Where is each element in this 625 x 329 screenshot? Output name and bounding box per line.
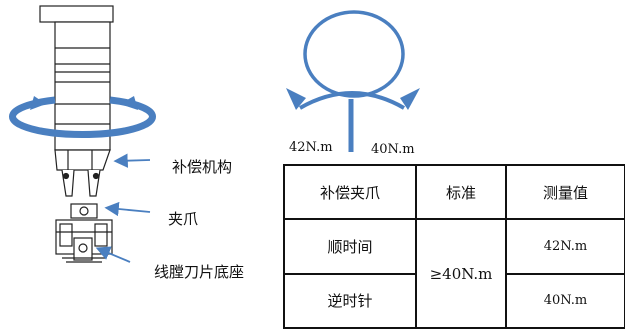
- tool-assembly: [39, 5, 114, 263]
- table-row: 顺时间 ≥40N.m 42N.m: [283, 218, 625, 329]
- torque-spec-table: 补偿夹爪 标准 测量值 顺时间 ≥40N.m 42N.m 逆时针 40N.m: [283, 163, 625, 329]
- torque-arrow-left-icon: [286, 88, 306, 110]
- direction-cell: 顺时间: [283, 218, 417, 275]
- torque-arc-icon: [299, 91, 405, 110]
- table-row: 逆时针 40N.m: [283, 272, 625, 329]
- measured-value-cell: 40N.m: [505, 272, 625, 329]
- standard-cell: ≥40N.m: [415, 218, 507, 329]
- compensator-leader-arrow: [113, 153, 151, 168]
- gripper-label: 夹爪: [168, 210, 199, 228]
- compensator-label: 补偿机构: [172, 158, 233, 176]
- gripper-leader-arrow: [104, 201, 151, 217]
- blade-base-leader-arrow: [95, 246, 131, 263]
- table-header-cell: 补偿夹爪: [283, 163, 417, 221]
- torque-arrow-right-icon: [400, 88, 420, 110]
- workpiece-circle: [303, 10, 405, 98]
- direction-cell: 逆时针: [283, 272, 417, 329]
- torque-left-value: 42N.m: [289, 140, 333, 155]
- measured-value-cell: 42N.m: [505, 218, 625, 275]
- torque-right-value: 40N.m: [371, 142, 415, 157]
- blade-base-label: 线膛刀片底座: [154, 263, 245, 281]
- table-header-cell: 测量值: [505, 163, 625, 221]
- table-header-cell: 标准: [415, 163, 507, 221]
- table-header-row: 补偿夹爪 标准 测量值: [283, 163, 625, 221]
- rotation-ring-icon: [9, 96, 156, 139]
